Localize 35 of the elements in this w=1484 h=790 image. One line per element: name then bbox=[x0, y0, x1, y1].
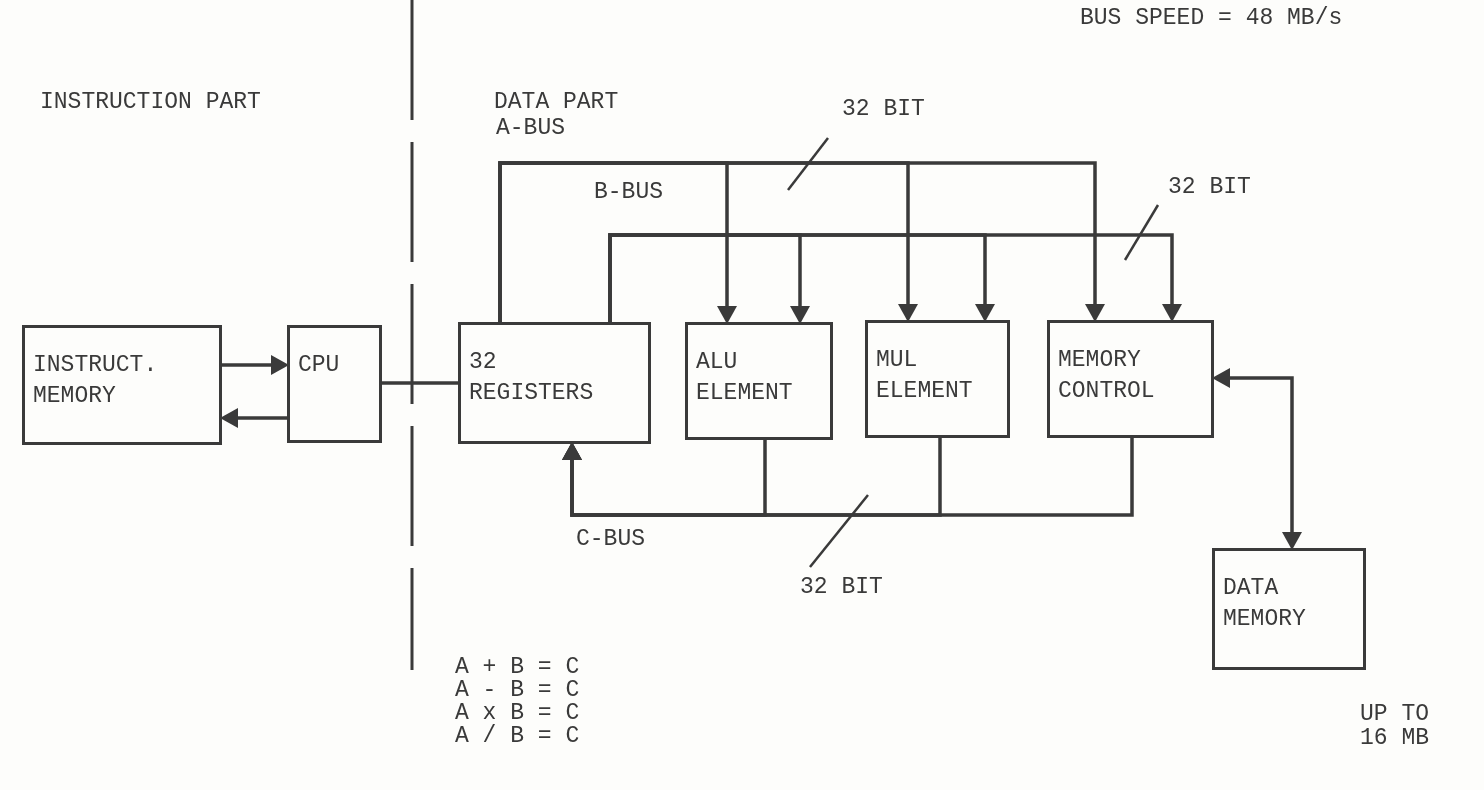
annotation-text: 32 BIT bbox=[1168, 175, 1251, 199]
block-label: DATA MEMORY bbox=[1223, 574, 1307, 634]
annotation-text: INSTRUCTION PART bbox=[40, 90, 261, 114]
block-label: CPU bbox=[298, 351, 341, 380]
annotation-text: A / B = C bbox=[455, 724, 580, 748]
block-box bbox=[458, 322, 651, 444]
bus-arrow bbox=[1212, 368, 1302, 550]
block-box bbox=[1047, 320, 1214, 438]
block-label: 32 REGISTERS bbox=[469, 348, 595, 408]
block-label: MEMORY CONTROL bbox=[1058, 346, 1156, 406]
connector-line bbox=[382, 381, 458, 385]
block-box bbox=[685, 322, 833, 440]
block-label: INSTRUCT. MEMORY bbox=[33, 351, 159, 411]
annotation-text: 32 BIT bbox=[800, 575, 883, 599]
block-box bbox=[287, 325, 382, 443]
block-box bbox=[865, 320, 1010, 438]
bus-arrow bbox=[498, 161, 1105, 322]
block-label: ALU ELEMENT bbox=[696, 348, 794, 408]
bus-arrow bbox=[608, 233, 1182, 322]
bus-arrow bbox=[220, 408, 287, 428]
annotation-text: 32 BIT bbox=[842, 97, 925, 121]
annotation-text: B-BUS bbox=[594, 180, 663, 204]
block-label: MUL ELEMENT bbox=[876, 346, 974, 406]
annotation-text: A - B = C bbox=[455, 678, 580, 702]
annotation-text: A-BUS bbox=[496, 116, 565, 140]
annotation-text: C-BUS bbox=[576, 527, 645, 551]
block-box bbox=[22, 325, 222, 445]
annotation-text: DATA PART bbox=[494, 90, 619, 114]
block-box bbox=[1212, 548, 1366, 670]
annotation-text: BUS SPEED = 48 MB/s bbox=[1080, 6, 1343, 30]
bus-arrow bbox=[562, 438, 1134, 517]
bus-arrow bbox=[222, 355, 289, 375]
annotation-text: A x B = C bbox=[455, 701, 580, 725]
annotation-text: A + B = C bbox=[455, 655, 580, 679]
annotation-text: UP TO 16 MB bbox=[1360, 702, 1430, 750]
